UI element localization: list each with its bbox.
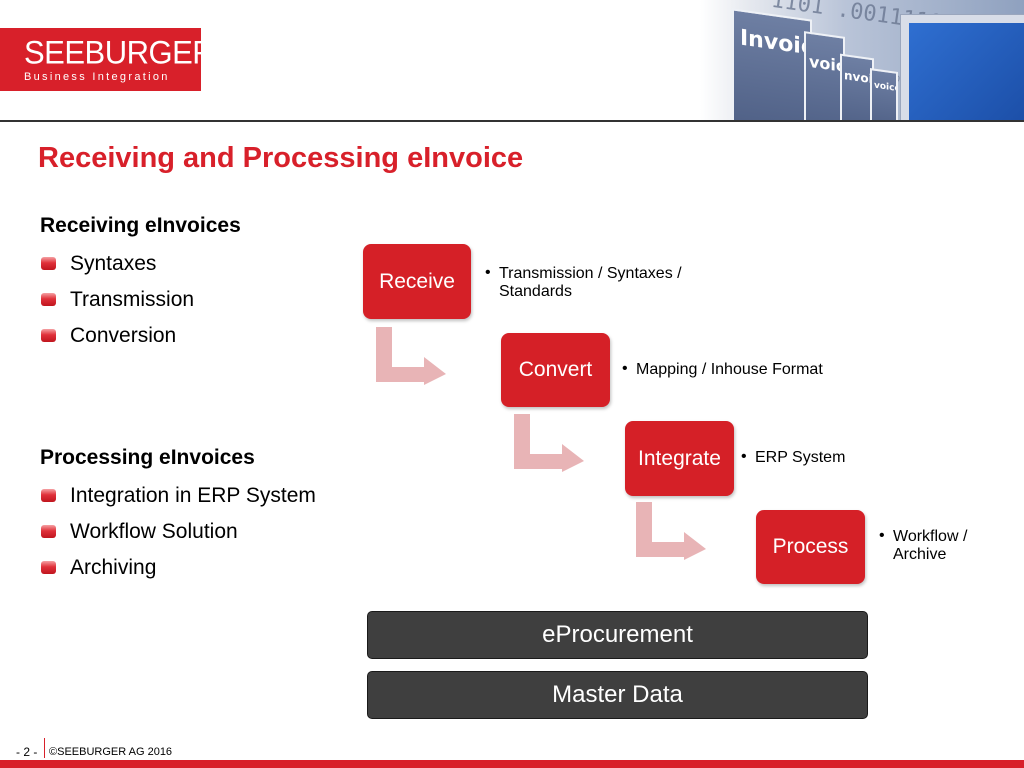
bullet-icon xyxy=(41,329,56,342)
logo-name: SEEBURGER xyxy=(24,34,215,71)
flow-arrow-icon xyxy=(514,414,584,472)
invoice-card: Invoice xyxy=(732,8,812,120)
list-item: Integration in ERP System xyxy=(40,483,316,519)
receiving-list: Syntaxes Transmission Conversion xyxy=(40,251,194,359)
list-item: Archiving xyxy=(40,555,316,591)
bullet-icon xyxy=(41,525,56,538)
processing-heading: Processing eInvoices xyxy=(40,446,255,469)
page-number: - 2 - xyxy=(16,745,38,759)
step-convert: Convert xyxy=(501,333,610,407)
list-item: Workflow Solution xyxy=(40,519,316,555)
bullet-icon xyxy=(41,257,56,270)
step-convert-note: •Mapping / Inhouse Format xyxy=(622,360,823,378)
eprocurement-bar: eProcurement xyxy=(367,611,868,659)
copyright: ©SEEBURGER AG 2016 xyxy=(49,746,173,758)
list-item: Syntaxes xyxy=(40,251,194,287)
monitor-image xyxy=(900,14,1024,120)
logo-subtitle: Business Integration xyxy=(24,71,170,83)
step-receive-note: •Transmission / Syntaxes /Standards xyxy=(485,264,682,300)
step-integrate: Integrate xyxy=(625,421,734,496)
logo xyxy=(0,28,201,91)
header-decorative-image: 1101 .0011110011001100 00011101010010001… xyxy=(700,0,1024,120)
bullet-icon xyxy=(41,561,56,574)
step-process: Process xyxy=(756,510,865,584)
bullet-icon xyxy=(41,489,56,502)
footer-bar xyxy=(0,760,1024,768)
header-divider xyxy=(0,120,1024,122)
invoice-card: nvoice xyxy=(840,53,874,120)
list-item: Transmission xyxy=(40,287,194,323)
list-item: Conversion xyxy=(40,323,194,359)
step-process-note: •Workflow /Archive xyxy=(879,527,968,563)
flow-arrow-icon xyxy=(636,502,706,560)
master-data-bar: Master Data xyxy=(367,671,868,719)
bullet-icon xyxy=(41,293,56,306)
processing-list: Integration in ERP System Workflow Solut… xyxy=(40,483,316,591)
invoice-card: voice xyxy=(870,68,898,120)
flow-arrow-icon xyxy=(376,327,446,385)
receiving-heading: Receiving eInvoices xyxy=(40,214,241,237)
copyright-icon: © xyxy=(49,746,58,758)
footer-divider xyxy=(44,738,45,758)
page-title: Receiving and Processing eInvoice xyxy=(38,142,524,174)
step-receive: Receive xyxy=(363,244,471,319)
step-integrate-note: •ERP System xyxy=(741,448,846,466)
invoice-card: voice xyxy=(804,31,845,120)
